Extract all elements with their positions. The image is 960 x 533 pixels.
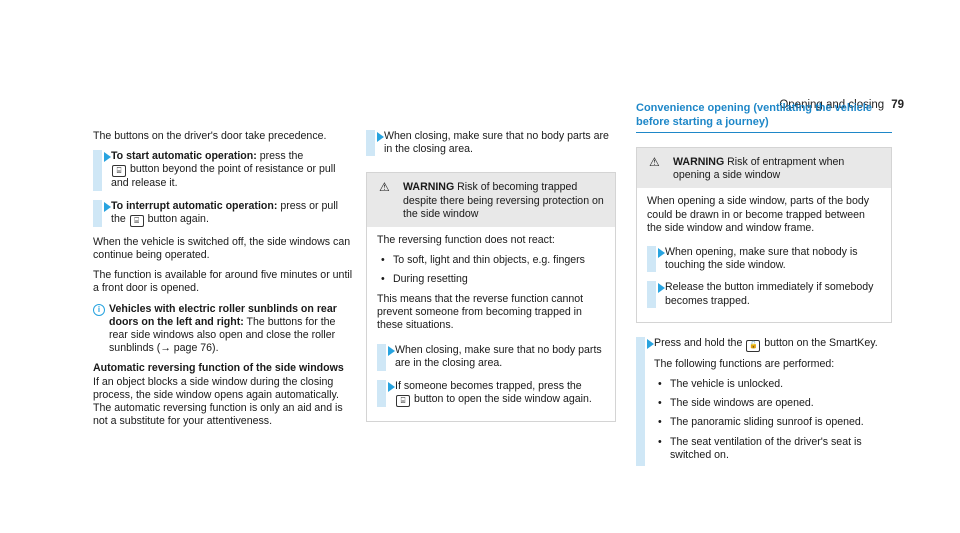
step-arrow-icon (647, 338, 654, 349)
step-interrupt-automatic: To interrupt automatic operation: press … (93, 199, 353, 227)
paragraph: If an object blocks a side window during… (93, 375, 343, 428)
bullet-item: •The vehicle is unlocked. (658, 378, 784, 391)
step-opening-check: When opening, make sure that nobody is t… (647, 246, 881, 273)
step-trapped-release: If someone becomes trapped, press the ⌸ … (377, 379, 605, 407)
warning-body: When opening a side window, parts of the… (637, 188, 891, 321)
paragraph: When the vehicle is switched off, the si… (93, 235, 351, 262)
step-closing-check: When closing, make sure that no body par… (377, 344, 605, 371)
window-button-icon: ⌸ (129, 214, 144, 227)
warning-box: ⚠ WARNING Risk of becoming trapped despi… (366, 172, 616, 422)
step-arrow-icon (104, 152, 111, 163)
unlock-icon: 🔓 (746, 339, 761, 352)
step-arrow-icon (377, 132, 384, 142)
step-closing: When closing, make sure that no body par… (366, 130, 616, 157)
step-press-hold-smartkey: Press and hold the 🔓 button on the Smart… (636, 336, 892, 467)
step-arrow-icon (104, 201, 111, 212)
info-icon: i (93, 303, 105, 316)
bullet-item: •The panoramic sliding sunroof is opened… (658, 416, 864, 429)
warning-icon: ⚠ (649, 155, 660, 169)
page-number: 79 (891, 99, 904, 111)
warning-header: ⚠ WARNING Risk of entrapment when openin… (637, 148, 891, 189)
step-arrow-icon (388, 346, 395, 357)
column-1: The buttons on the driver's door take pr… (93, 130, 353, 435)
column-3: Convenience opening (ventilating the veh… (636, 102, 892, 475)
section-name: Opening and closing (779, 99, 885, 111)
warning-header: ⚠ WARNING Risk of becoming trapped despi… (367, 173, 615, 228)
step-arrow-icon (658, 248, 665, 259)
bullet-item: •The seat ventilation of the driver's se… (658, 435, 862, 461)
window-button-icon: ⌸ (396, 394, 410, 407)
window-button-icon: ⌸ (112, 165, 126, 178)
bullet-item: •The side windows are opened. (658, 397, 814, 410)
intro-text: The buttons on the driver's door take pr… (93, 130, 327, 142)
step-arrow-icon (388, 381, 395, 392)
bullet-item: •During resetting (381, 273, 468, 286)
warning-body: The reversing function does not react: •… (367, 227, 615, 421)
page-header: Opening and closing 79 (779, 99, 904, 111)
step-start-automatic: To start automatic operation: press the … (93, 150, 353, 191)
warning-box: ⚠ WARNING Risk of entrapment when openin… (636, 147, 892, 323)
step-arrow-icon (658, 283, 665, 294)
step-release-button: Release the button immediately if somebo… (647, 281, 881, 308)
info-note: i Vehicles with electric roller sunblind… (93, 303, 353, 356)
section-title: Convenience opening (ventilating the veh… (636, 102, 892, 133)
paragraph: The function is available for around fiv… (93, 269, 353, 295)
warning-icon: ⚠ (379, 180, 390, 195)
column-2: When closing, make sure that no body par… (366, 130, 616, 432)
subheading: Automatic reversing function of the side… (93, 362, 344, 375)
bullet-item: •To soft, light and thin objects, e.g. f… (381, 254, 585, 267)
